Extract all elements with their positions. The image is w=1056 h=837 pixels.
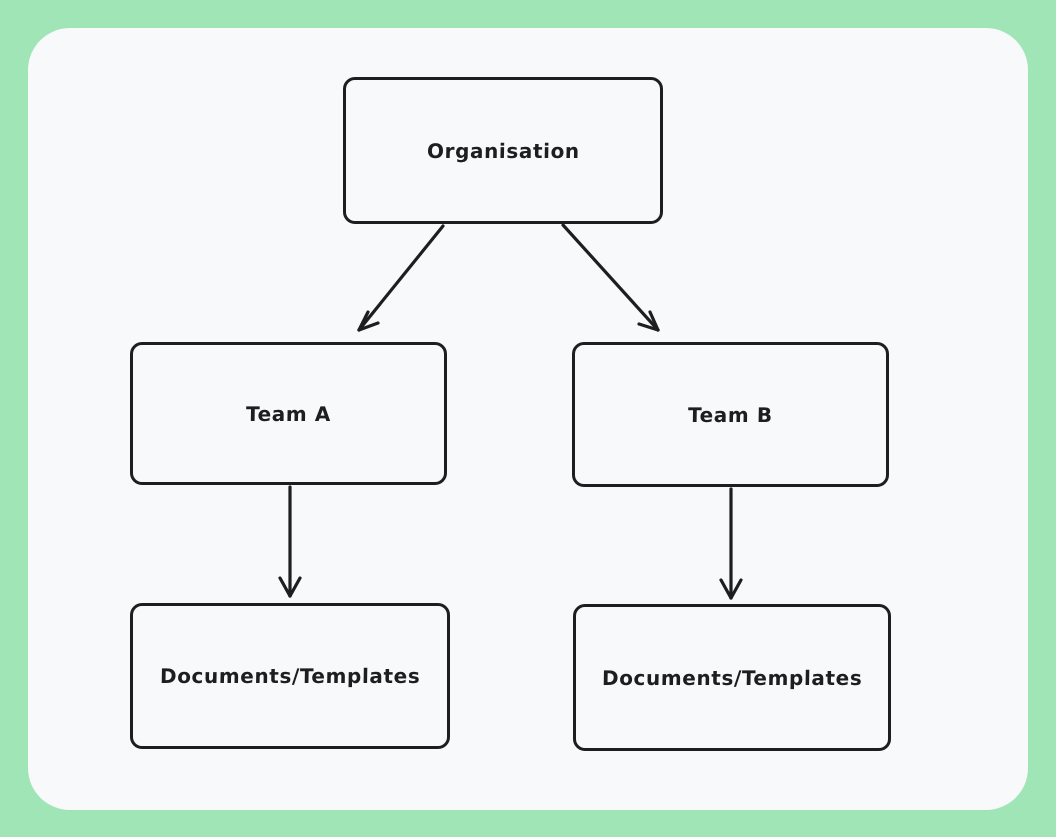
edge-team-b-docs-b[interactable] — [719, 487, 743, 600]
node-documents-templates-a[interactable]: Documents/Templates — [130, 603, 450, 749]
diagram-canvas[interactable]: Organisation Team A Team B Documents/Tem… — [28, 28, 1028, 810]
node-documents-templates-b-label: Documents/Templates — [601, 665, 863, 690]
node-team-b-label: Team B — [687, 402, 774, 427]
node-documents-templates-a-label: Documents/Templates — [159, 664, 421, 688]
node-organisation-label: Organisation — [426, 138, 580, 163]
edge-organisation-team-b[interactable] — [561, 223, 660, 332]
edge-team-a-docs-a[interactable] — [278, 485, 302, 598]
edge-organisation-team-a[interactable] — [357, 224, 445, 332]
node-documents-templates-b[interactable]: Documents/Templates — [573, 604, 891, 751]
node-team-a-label: Team A — [245, 401, 332, 426]
node-team-a[interactable]: Team A — [130, 342, 447, 485]
node-organisation[interactable]: Organisation — [343, 77, 663, 224]
edges-layer — [278, 223, 743, 600]
node-team-b[interactable]: Team B — [572, 342, 889, 487]
